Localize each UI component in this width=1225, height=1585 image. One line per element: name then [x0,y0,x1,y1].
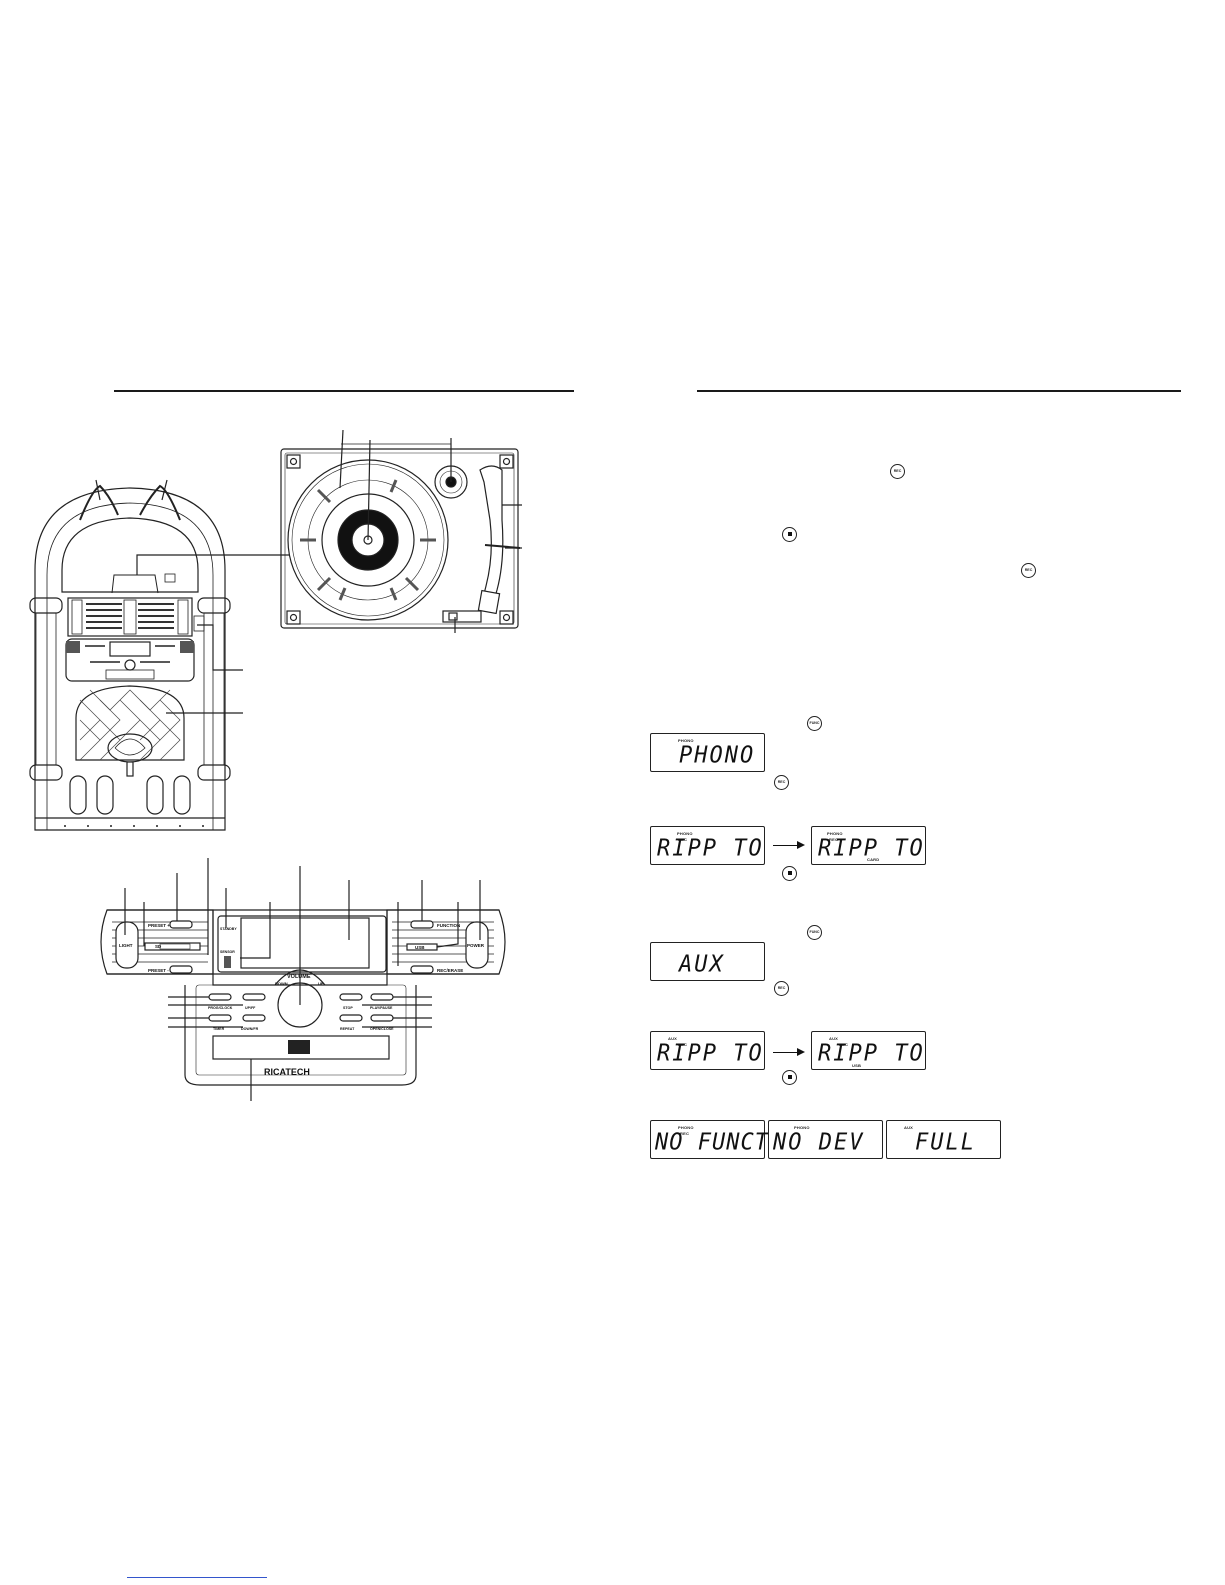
lcd-no-funct: PHONO REC NO FUNCT [650,1120,768,1159]
sensor-label: SENSOR [220,950,235,954]
play-pause-label: PLAY/PAUSE [370,1006,393,1010]
open-close-label: OPEN/CLOSE [370,1027,394,1031]
prog-clock-label: PROG/CLOCK [208,1006,233,1010]
lcd-indicator: PHONO [677,831,693,836]
volume-down-label: DOWN [275,981,288,986]
lcd-text: NO DEV [773,1129,865,1156]
lcd-indicator: REC [678,837,688,842]
control-panel-labels: LIGHT POWER PRESET + PRESET - FUNCTION U… [119,923,485,1077]
preset-minus-button-label: PRESET - [148,968,169,973]
down-fr-label: DOWN/FR [241,1027,259,1031]
control-panel-diagram [100,858,506,1101]
rec-button-icon: REC [774,775,789,790]
transition-arrow [773,1048,805,1056]
volume-knob-label: VOLUME [287,974,311,980]
usb-port-label: USB [415,945,425,950]
stop-button-icon [782,527,797,542]
sd-slot-label: SD [155,944,162,949]
lcd-ripp-phono-card: PHONO REC CARD RIPP TO [811,826,926,865]
lcd-indicator: AUX [668,1036,678,1041]
lcd-indicator: CARD [867,857,880,862]
lcd-full: AUX FULL [886,1120,1001,1159]
footer-link-underline[interactable] [127,1577,267,1578]
func-button-icon: FUNC [807,716,822,731]
stop-button-icon [782,1070,797,1085]
lcd-text: NO FUNCT [655,1129,769,1156]
lcd-indicator: PHONO [827,831,843,836]
lcd-indicator: REC [680,1131,690,1136]
lcd-text: AUX [679,951,725,978]
lcd-ripp-aux: AUX REC RIPP TO [650,1031,765,1070]
preset-plus-button-label: PRESET + [148,923,170,928]
lcd-indicator: REC [829,837,839,842]
rec-button-icon: REC [890,464,905,479]
standby-label: STANDBY [220,927,237,931]
power-button[interactable]: POWER [467,943,485,948]
lcd-phono: PHONO PHONO [650,733,765,772]
stop-label: STOP [343,1006,353,1010]
lcd-text: RIPP TO [657,1040,764,1067]
transition-arrow [773,841,805,849]
stop-button-icon [782,866,797,881]
lcd-indicator: REC [839,1042,849,1047]
lcd-ripp-phono: PHONO REC RIPP TO [650,826,765,865]
light-button[interactable]: LIGHT [119,943,133,948]
lcd-text: RIPP TO [818,1040,925,1067]
func-button-icon: FUNC [807,925,822,940]
lcd-indicator: PHONO [794,1125,810,1130]
lcd-aux: AUX [650,942,765,981]
function-button-label: FUNCTION [437,923,460,928]
lcd-indicator: USB [852,1063,862,1068]
up-ff-label: UP/FF [245,1006,256,1010]
volume-up-label: UP [318,981,324,986]
lcd-indicator: PHONO [678,738,694,743]
turntable-diagram [280,429,522,633]
lcd-text: RIPP TO [657,835,764,862]
lcd-ripp-aux-usb: AUX REC USB RIPP TO [811,1031,926,1070]
rec-erase-button-label: REC/ERASE [437,968,463,973]
right-page-header-rule [697,390,1181,392]
lcd-no-dev: PHONO NO DEV [768,1120,883,1159]
timer-label: TIMER [213,1027,225,1031]
jukebox-diagram [29,479,290,831]
product-diagrams: LIGHT POWER PRESET + PRESET - FUNCTION U… [29,429,522,1101]
lcd-indicator: PHONO [678,1125,694,1130]
lcd-indicator: AUX [829,1036,839,1041]
repeat-label: REPEAT [340,1027,355,1031]
left-page-header-rule [114,390,574,392]
rec-button-icon: REC [1021,563,1036,578]
lcd-text: RIPP TO [818,835,925,862]
lcd-text: FULL [915,1129,976,1156]
lcd-indicator: AUX [904,1125,914,1130]
lcd-text: PHONO [679,742,756,769]
lcd-indicator: REC [678,1042,688,1047]
brand-logo: RICATECH [264,1067,310,1077]
rec-button-icon: REC [774,981,789,996]
